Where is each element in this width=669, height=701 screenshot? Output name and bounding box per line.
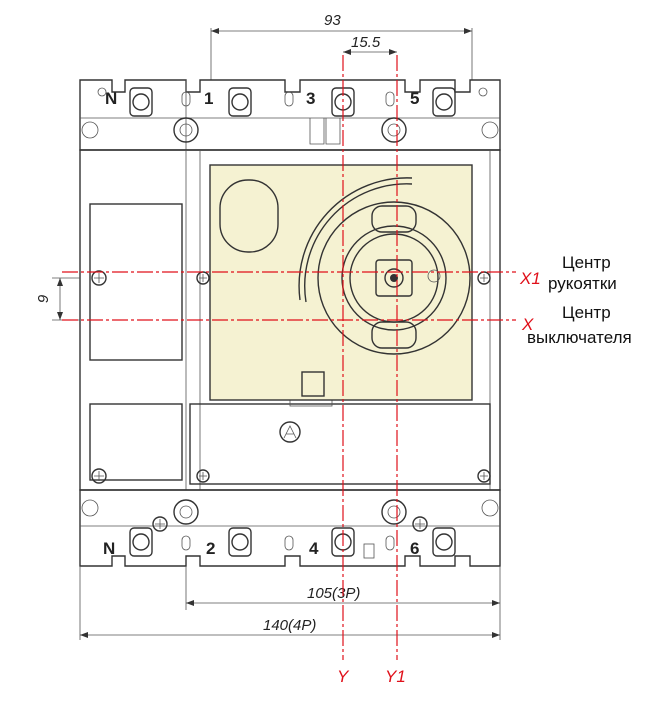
top-terminal-1-label: 1 [204, 89, 213, 108]
lower-cover [189, 403, 491, 485]
push-to-trip-button [301, 371, 325, 397]
body-screw-inner-mid [196, 271, 210, 285]
axis-x-label: X [521, 315, 534, 334]
logo-icon [279, 421, 301, 443]
bottom-mounting-hole-right [381, 499, 407, 525]
bottom-terminal-2-label: 2 [206, 539, 215, 558]
axis-x1-label: X1 [519, 269, 541, 288]
dimension-105-label: 105(3P) [307, 585, 360, 602]
dimension-93-label: 93 [324, 12, 341, 29]
top-terminal-5-label: 5 [410, 89, 419, 108]
top-mounting-hole-right [381, 117, 407, 143]
bottom-screw-n [129, 527, 153, 557]
body-screw-left-low [91, 468, 107, 484]
axis-y-label: Y [337, 667, 350, 686]
bottom-screw-2 [228, 527, 252, 557]
dimension-140: 140(4P) [79, 566, 500, 640]
body-screw-right-mid [477, 271, 491, 285]
dimension-15-5-label: 15.5 [351, 34, 381, 51]
dimension-9: 9 [35, 277, 80, 321]
breaker-center-note-line2: выключателя [527, 328, 632, 347]
dimension-15-5: 15.5 [343, 34, 397, 55]
top-terminal-3-label: 3 [306, 89, 315, 108]
center-lines: X1 X Y Y1 [62, 55, 541, 686]
dimension-9-label: 9 [35, 294, 52, 303]
bottom-terminal-n-label: N [103, 539, 115, 558]
top-terminal-n-label: N [105, 89, 117, 108]
bottom-terminal-4-label: 4 [309, 539, 319, 558]
handle-dial-outer [317, 201, 471, 355]
left-window-upper [89, 203, 183, 361]
top-screw-5 [432, 87, 456, 117]
bottom-terminal-6-label: 6 [410, 539, 419, 558]
handle-center-note-line1: Центр [562, 253, 611, 272]
top-mounting-hole-left [173, 117, 199, 143]
handle-center-note-line2: рукоятки [548, 274, 617, 293]
body-screw-inner-low [196, 469, 210, 483]
dimension-105: 105(3P) [185, 566, 501, 640]
handle-dial-inner [341, 225, 447, 331]
left-window-lower [89, 403, 183, 481]
top-screw-n [129, 87, 153, 117]
notes: Центр рукоятки Центр выключателя [527, 253, 632, 347]
bottom-screw-6 [432, 527, 456, 557]
breaker-center-note-line1: Центр [562, 303, 611, 322]
axis-y1-label: Y1 [385, 667, 406, 686]
top-screw-1 [228, 87, 252, 117]
dimension-93: 93 [210, 12, 473, 80]
bottom-mounting-hole-left [173, 499, 199, 525]
bottom-screw-plus-right [412, 516, 428, 532]
handle-panel [209, 164, 473, 401]
body-screw-right-low [477, 469, 491, 483]
bottom-screw-plus-left [152, 516, 168, 532]
body-screw-left-mid [91, 270, 107, 286]
top-terminal-block: N 1 3 5 [79, 79, 501, 151]
dimension-140-label: 140(4P) [263, 617, 316, 634]
indicator-window [219, 179, 279, 253]
bottom-terminal-block: N 2 4 6 [79, 489, 501, 567]
handle-shaft [375, 259, 413, 297]
